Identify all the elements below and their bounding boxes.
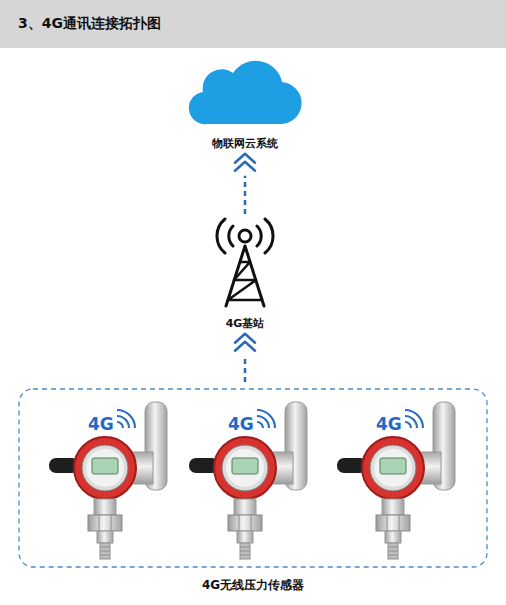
pressure-sensor (189, 402, 307, 559)
signal-arcs (257, 410, 275, 428)
signal-arcs (405, 410, 423, 428)
tower-icon (217, 219, 273, 306)
pressure-sensor (49, 402, 167, 559)
cloud-node: 物联网云系统 (175, 58, 315, 148)
node-label: 4G无线压力传感器 (202, 578, 304, 593)
antenna-top (239, 230, 251, 242)
sensor-node: 4G (190, 400, 300, 575)
base-station-node: 4G基站 (195, 220, 295, 328)
node-label: 物联网云系统 (212, 137, 278, 151)
node-label: 4G基站 (226, 317, 265, 331)
sensor-node: 4G (338, 400, 448, 575)
page-title: 3、4G通讯连接拓扑图 (18, 15, 161, 33)
node-label: 4G (88, 414, 114, 435)
title-band: 3、4G通讯连接拓扑图 (0, 0, 506, 48)
up-arrow-connector (235, 334, 255, 382)
cloud-icon (189, 61, 302, 124)
signal-arcs (117, 410, 135, 428)
sensor-group: 4G无线压力传感器 4G 4G 4G (18, 388, 488, 593)
node-label: 4G (228, 414, 254, 435)
node-label: 4G (376, 414, 402, 435)
tower-legs (226, 246, 264, 306)
arrow-head (235, 162, 255, 171)
pressure-sensor (337, 402, 455, 559)
connector-line (244, 356, 247, 382)
arrow-head (235, 342, 255, 351)
tower-lattice (228, 262, 262, 300)
sensor-node: 4G (50, 400, 160, 575)
connector-line (244, 176, 247, 214)
up-arrow-connector (235, 154, 255, 214)
group-dashed-border (19, 389, 487, 567)
